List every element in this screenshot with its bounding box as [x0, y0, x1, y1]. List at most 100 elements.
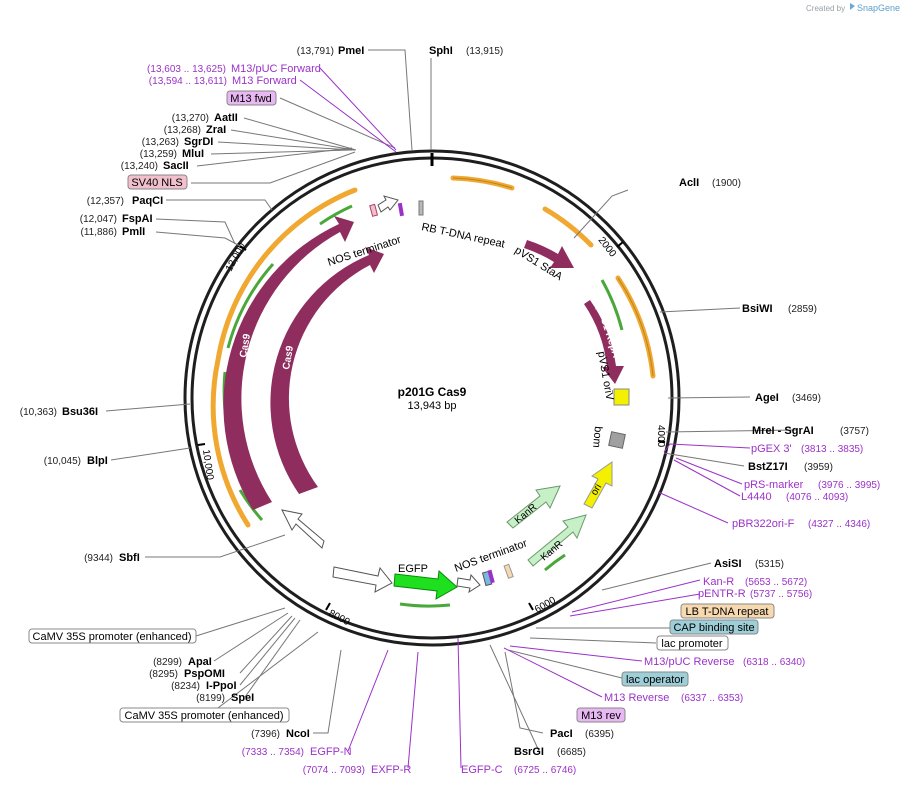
enzyme-pmli: PmlI	[122, 226, 145, 238]
tick-6000-mark	[528, 602, 534, 611]
white-arrow-top	[377, 195, 399, 213]
primer-pentr-r: pENTR-R	[698, 588, 746, 600]
enzyme-bsu36i-position: (10,363)	[20, 407, 57, 418]
primer-egfp-n: EGFP-N	[310, 746, 352, 758]
snapgene-logo-icon	[850, 3, 855, 10]
lac-operator-box-label: lac operator	[626, 674, 684, 686]
enzyme-bsiwi-position: (2859)	[788, 304, 817, 315]
enzyme-sbfi-position: (9344)	[84, 553, 113, 564]
enzyme-sphi-position: (13,915)	[466, 46, 503, 57]
primer-kan-r-position: (5653 .. 5672)	[745, 577, 807, 588]
primer-m13-puc-rev: M13/pUC Reverse	[644, 656, 734, 668]
green-arc-7	[399, 602, 451, 608]
lac-promoter-box	[656, 635, 729, 651]
label-ori: ori	[589, 482, 604, 497]
enzyme-bstz17i-position: (3959)	[804, 462, 833, 473]
tick-10000-mark	[197, 443, 206, 446]
label-cas9-outer: Cas9	[238, 333, 253, 359]
boxed-features: M13 fwd SV40 NLS CaMV 35S promoter (enha…	[28, 90, 775, 723]
tick-12000-mark	[239, 245, 247, 251]
plasmid-name: p201G Cas9	[398, 385, 467, 399]
primer-exfp-r: EXFP-R	[371, 764, 411, 776]
primer-m13-rev-position: (6337 .. 6353)	[681, 693, 743, 704]
enzyme-aatii: AatII	[214, 112, 238, 124]
camv-box-1-label: CaMV 35S promoter (enhanced)	[33, 631, 192, 643]
tick-label-2000: 2000	[596, 235, 619, 260]
enzyme-bsrgi-position: (6685)	[557, 747, 586, 758]
enzyme-zrai-position: (13,268)	[164, 125, 201, 136]
primer-leader-lines	[299, 67, 751, 769]
primer-pgex3-position: (3813 .. 3835)	[801, 444, 863, 455]
m13-fwd-box	[226, 90, 277, 106]
enzyme-bstz17i: BstZ17I	[748, 461, 788, 473]
lac-operator-box	[621, 671, 689, 687]
white-arrows	[281, 195, 481, 594]
enzyme-fspai-position: (12,047)	[80, 214, 117, 225]
pvs1-oriv-box	[613, 388, 630, 406]
enzyme-agei-position: (3469)	[792, 393, 821, 404]
primer-exfp-r-position: (7074 .. 7093)	[303, 765, 365, 776]
primer-pbr322ori-f: pBR322ori-F	[732, 518, 795, 530]
kanr-arrow-1	[506, 485, 561, 529]
tick-marks	[197, 241, 666, 611]
watermark-text: Created by	[806, 4, 845, 13]
label-egfp: EGFP	[398, 563, 428, 575]
enzyme-apai: ApaI	[188, 656, 212, 668]
enzyme-pspomi-position: (8295)	[149, 669, 178, 680]
enzyme-blpi: BlpI	[87, 455, 108, 467]
orange-arc-1	[450, 175, 515, 191]
lb-tdna-mark	[503, 563, 514, 579]
enzyme-apai-position: (8299)	[153, 657, 182, 668]
lb-tdna-box	[680, 603, 775, 619]
tick-label-4000: 4000	[655, 425, 666, 448]
primer-egfp-c-position: (6725 .. 6746)	[514, 765, 576, 776]
primer-m13-fwd-position: (13,594 .. 13,611)	[149, 76, 227, 87]
enzyme-bsrgi: BsrGI	[514, 746, 544, 758]
m13-rev-box	[576, 707, 626, 723]
camv-box-2-label: CaMV 35S promoter (enhanced)	[125, 710, 284, 722]
orange-arc-left	[210, 187, 358, 528]
lac-mark-2	[487, 569, 495, 584]
enzyme-agei: AgeI	[755, 392, 779, 404]
label-rb-tdna: RB T-DNA repeat	[420, 221, 505, 250]
enzyme-sgrdi-position: (13,263)	[142, 137, 179, 148]
cas9-arrow-inner	[270, 247, 384, 494]
sv40-nls-box-label: SV40 NLS	[131, 177, 182, 189]
primer-egfp-c: EGFP-C	[461, 764, 503, 776]
egfp-arrow	[393, 569, 458, 600]
primer-egfp-n-position: (7333 .. 7354)	[242, 747, 304, 758]
tick-2000-mark	[616, 241, 624, 248]
primer-m13-puc-rev-position: (6318 .. 6340)	[743, 657, 805, 668]
enzyme-paci: PacI	[550, 728, 573, 740]
enzyme-blpi-position: (10,045)	[44, 456, 81, 467]
ori-arrow	[583, 461, 613, 509]
primer-l4440-position: (4076 .. 4093)	[786, 492, 848, 503]
label-bom: bom	[590, 426, 604, 448]
enzyme-sgrdi: SgrDI	[184, 136, 213, 148]
enzyme-pmli-position: (11,886)	[80, 227, 117, 238]
lb-tdna-box-label: LB T-DNA repeat	[686, 606, 769, 618]
green-arc-5	[600, 279, 624, 331]
primer-l4440: L4440	[741, 491, 772, 503]
enzyme-asisi-position: (5315)	[755, 559, 784, 570]
rb-tdna-mark	[418, 200, 424, 216]
pvs1-staa-arrow	[524, 240, 574, 268]
enzyme-sbfi: SbfI	[119, 552, 140, 564]
white-arrow-left	[281, 509, 325, 549]
primer-pgex3: pGEX 3'	[751, 443, 792, 455]
orange-arc-inner-lines	[452, 177, 654, 377]
m13-fwd-mark	[397, 202, 405, 217]
primer-kan-r: Kan-R	[703, 576, 734, 588]
enzyme-bsu36i: Bsu36I	[62, 406, 98, 418]
label-nos-terminator-bottom: NOS terminator	[453, 537, 529, 575]
kanr-arrow-2	[527, 514, 587, 567]
enzyme-acli: AclI	[679, 177, 699, 189]
brand-text: SnapGene	[857, 3, 900, 13]
leader-lines	[105, 49, 798, 752]
enzyme-mrei-sgrai-position: (3757)	[840, 426, 869, 437]
green-arc-6	[544, 553, 566, 572]
enzyme-sphi: SphI	[429, 45, 453, 57]
enzyme-paqci-position: (12,357)	[87, 196, 124, 207]
m13-rev-box-label: M13 rev	[581, 710, 621, 722]
enzyme-ncoi-position: (7396)	[251, 729, 280, 740]
